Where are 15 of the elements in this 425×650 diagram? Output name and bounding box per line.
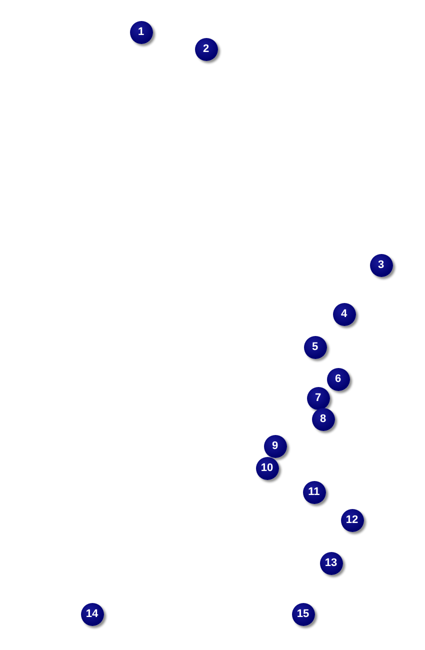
callout-number: 1: [130, 20, 152, 44]
callout-number: 12: [340, 508, 364, 532]
callout-number: 11: [302, 480, 326, 504]
callout-number: 10: [256, 456, 278, 480]
callout-number: 13: [320, 552, 342, 574]
callout-number: 15: [292, 602, 314, 626]
callout-number: 2: [194, 38, 218, 60]
callout-number: 6: [326, 368, 350, 390]
callout-number: 8: [312, 408, 334, 430]
callout-number: 9: [264, 434, 286, 458]
callout-number: 4: [332, 302, 356, 326]
callout-number: 7: [306, 386, 330, 410]
callout-number: 3: [370, 254, 392, 276]
callout-number: 5: [304, 336, 326, 358]
callout-number: 14: [80, 602, 104, 626]
